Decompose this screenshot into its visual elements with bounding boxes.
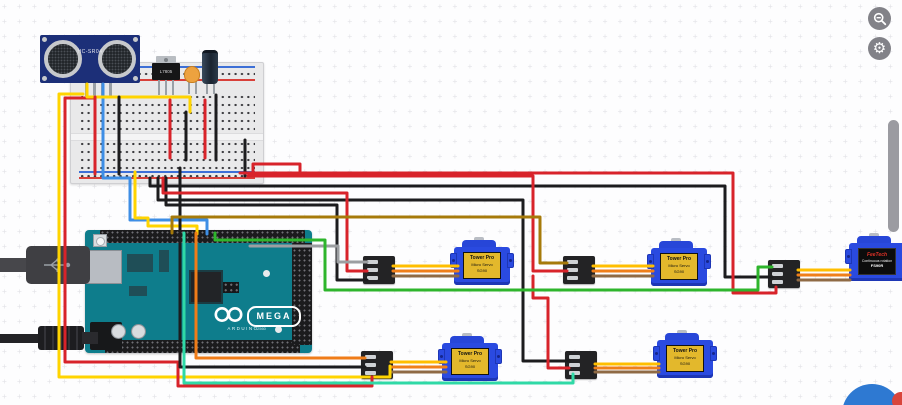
ultrasonic-transducer [98, 40, 136, 78]
fiducial-dot [263, 270, 270, 277]
breadboard-bank-a[interactable] [79, 93, 255, 133]
wire-teal-signal-servo5[interactable] [182, 231, 575, 385]
wire-green-signal-servo3[interactable] [213, 231, 774, 292]
smd-component [129, 286, 147, 296]
gear-icon: ⚙ [872, 39, 887, 57]
arduino-mega-board[interactable]: MEGA ARDUINO 2560 [85, 230, 312, 353]
wire-gray-signal-servo1[interactable] [248, 244, 369, 264]
fiducial-dot [275, 326, 282, 333]
notification-dot [892, 392, 902, 405]
servo-connector-5[interactable] [565, 351, 597, 379]
regulator-tab [156, 56, 176, 64]
usb-cable [0, 258, 34, 272]
wire-red-pwr-servo3[interactable] [238, 171, 778, 295]
wire-black-gnd-servo5[interactable] [156, 176, 571, 363]
servo-flange [704, 254, 711, 269]
regulator-leg [158, 80, 160, 95]
servo-flange [845, 249, 852, 264]
wire-black-gnd-servo4[interactable] [178, 166, 367, 369]
wire-yellow-left-loop[interactable] [57, 92, 392, 379]
servo-flange [647, 254, 654, 269]
capacitor-leg [188, 80, 190, 94]
wire-black-gnd-servo3[interactable] [148, 176, 774, 279]
infinity-logo-icon [214, 307, 243, 322]
wire-red-pwr-servo1[interactable] [161, 176, 369, 273]
sensor-pin[interactable] [109, 80, 112, 96]
capacitor-leg [213, 84, 215, 94]
power-cable [0, 334, 46, 343]
regulator-leg [165, 80, 167, 95]
help-button[interactable] [842, 384, 902, 405]
capacitor-can [111, 324, 126, 339]
mount-hole [133, 37, 138, 42]
wire-red-jumper[interactable] [251, 162, 302, 178]
breadboard-top-positive-rail [79, 79, 255, 81]
mount-hole [42, 76, 47, 81]
smd-component [127, 254, 153, 272]
ceramic-capacitor[interactable] [184, 66, 200, 83]
usb-port [86, 250, 122, 284]
ultrasonic-sensor-hc-sr04[interactable]: HC-SR04 [40, 35, 140, 83]
wire-blue-echo[interactable] [101, 82, 209, 236]
wire-red-pwr-servo2[interactable] [246, 174, 569, 273]
capacitor-leg [206, 84, 208, 94]
servo-connector-2[interactable] [563, 256, 595, 284]
servo-flange [495, 349, 502, 364]
bottom-pin-header[interactable] [105, 340, 300, 353]
wire-yellow-row[interactable] [85, 82, 192, 114]
wire-gold-signal-servo2[interactable] [170, 215, 569, 265]
mount-hole [133, 76, 138, 81]
sensor-pin[interactable] [93, 80, 96, 96]
wire-yellow-trig[interactable] [133, 170, 199, 236]
servo-flange [507, 253, 514, 268]
wire-black-gnd-servo1[interactable] [164, 176, 369, 282]
sensor-label: HC-SR04 [77, 49, 103, 55]
ultrasonic-transducer [44, 40, 82, 78]
servo-flange [710, 346, 717, 361]
arduino-model-text: 2560 [257, 326, 266, 331]
capacitor-leg [195, 80, 197, 94]
settings-button[interactable]: ⚙ [868, 37, 891, 60]
capacitor-can [131, 324, 146, 339]
wire-orange-signal-servo4[interactable] [194, 231, 367, 360]
mount-hole [42, 37, 47, 42]
arduino-logo-group: MEGA ARDUINO 2560 [213, 306, 301, 331]
barrel-plug-tip [82, 332, 98, 344]
smd-component [159, 250, 169, 272]
wire-red-left-loop[interactable] [63, 96, 374, 388]
arduino-brand-text: ARDUINO [227, 326, 259, 331]
zoom-out-button[interactable] [868, 7, 891, 30]
regulator-leg [172, 80, 174, 95]
right-pin-header[interactable] [292, 243, 312, 345]
regulator-label: L7805 [152, 63, 180, 80]
zoom-out-icon [873, 12, 886, 25]
servo-flange [653, 346, 660, 361]
mega-logo: MEGA [247, 306, 301, 327]
vertical-scrollbar-thumb[interactable] [888, 120, 899, 232]
servo-connector-3[interactable] [768, 260, 800, 288]
barrel-plug-body [38, 326, 84, 350]
breadboard-bottom-negative-rail [79, 171, 255, 173]
servo-connector-4[interactable] [361, 351, 393, 379]
icsp-header[interactable] [223, 282, 239, 293]
electrolytic-capacitor[interactable] [202, 50, 218, 84]
reset-button[interactable] [93, 234, 107, 247]
usb-icon [44, 258, 71, 272]
